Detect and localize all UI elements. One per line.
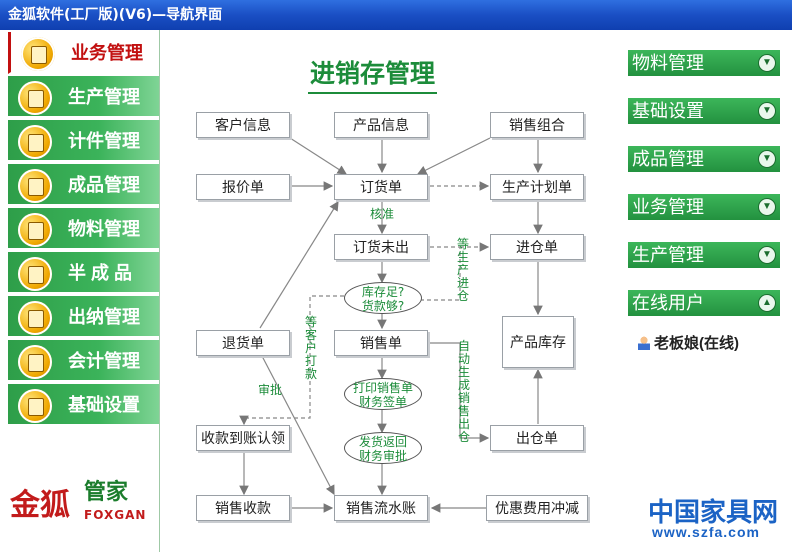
chevron-down-icon[interactable]: ▼ — [758, 246, 776, 264]
customer-info-box[interactable]: 客户信息 — [196, 112, 290, 138]
sales-ledger-box[interactable]: 销售流水账 — [334, 495, 428, 521]
rpanel-label: 基础设置 — [632, 101, 704, 121]
product-inventory-box[interactable]: 产品库存 — [502, 316, 574, 368]
piecework-icon — [18, 125, 52, 159]
stock-in-box[interactable]: 进仓单 — [490, 234, 584, 260]
page-title: 进销存管理 — [308, 54, 438, 94]
accounting-icon — [18, 345, 52, 379]
discount-offset-box[interactable]: 优惠费用冲减 — [486, 495, 588, 521]
sales-order-box[interactable]: 销售单 — [334, 330, 428, 356]
sidebar-item-label: 会计管理 — [68, 351, 140, 371]
logo-sub: 管家 — [84, 480, 129, 505]
chevron-down-icon[interactable]: ▼ — [758, 198, 776, 216]
logo-en: FOXGAN — [84, 508, 147, 522]
online-user-name: 老板娘(在线) — [654, 335, 739, 352]
product-info-box[interactable]: 产品信息 — [334, 112, 428, 138]
watermark-url: www.szfa.com — [652, 524, 760, 540]
return-order-box[interactable]: 退货单 — [196, 330, 290, 356]
sidebar-item-finished-goods[interactable]: 成品管理 — [8, 164, 159, 206]
order-pending-box[interactable]: 订货未出 — [334, 234, 428, 260]
rpanel-label: 在线用户 — [632, 293, 704, 313]
sidebar-item-label: 业务管理 — [71, 43, 143, 63]
order-box[interactable]: 订货单 — [334, 174, 428, 200]
online-user[interactable]: 老板娘(在线) — [638, 332, 739, 353]
rpanel-business[interactable]: 业务管理 ▼ — [628, 194, 780, 220]
sidebar-item-business[interactable]: 业务管理 — [8, 32, 159, 74]
window-title: 金狐软件(工厂版)(V6)—导航界面 — [0, 0, 792, 30]
rpanel-production[interactable]: 生产管理 ▼ — [628, 242, 780, 268]
clipboard-icon — [21, 37, 55, 71]
quote-box[interactable]: 报价单 — [196, 174, 290, 200]
auto-generate-label: 自动生成销售出仓 — [457, 339, 470, 444]
sidebar-item-label: 生产管理 — [68, 87, 140, 107]
print-sales-step: 打印销售单 财务签单 — [344, 378, 422, 410]
rpanel-basic-settings[interactable]: 基础设置 ▼ — [628, 98, 780, 124]
chevron-down-icon[interactable]: ▼ — [758, 150, 776, 168]
settings-icon — [18, 389, 52, 423]
sidebar-item-label: 半 成 品 — [68, 263, 133, 283]
materials-icon — [18, 213, 52, 247]
wait-payment-label: 等客户打款 — [304, 315, 317, 381]
sidebar-item-label: 计件管理 — [68, 131, 140, 151]
production-icon — [18, 81, 52, 115]
sidebar-item-piecework[interactable]: 计件管理 — [8, 120, 159, 162]
wait-production-label: 等生产进仓 — [456, 237, 469, 303]
chevron-down-icon[interactable]: ▼ — [758, 102, 776, 120]
rpanel-label: 物料管理 — [632, 53, 704, 73]
sidebar-item-basic-settings[interactable]: 基础设置 — [8, 384, 159, 426]
audit-label: 审批 — [258, 383, 283, 397]
sidebar-item-accounting[interactable]: 会计管理 — [8, 340, 159, 382]
user-icon — [638, 336, 650, 350]
production-plan-box[interactable]: 生产计划单 — [490, 174, 584, 200]
chevron-up-icon[interactable]: ▲ — [758, 294, 776, 312]
sidebar-item-materials[interactable]: 物料管理 — [8, 208, 159, 250]
rpanel-finished-goods[interactable]: 成品管理 ▼ — [628, 146, 780, 172]
sidebar-item-label: 物料管理 — [68, 219, 140, 239]
watermark-text: 中国家具网 — [648, 497, 779, 527]
ship-back-step: 发货返回 财务审批 — [344, 432, 422, 464]
stock-check-decision: 库存足? 货款够? — [344, 282, 422, 314]
sidebar-item-label: 出纳管理 — [68, 307, 140, 327]
sidebar-item-cashier[interactable]: 出纳管理 — [8, 296, 159, 338]
rpanel-materials[interactable]: 物料管理 ▼ — [628, 50, 780, 76]
rpanel-label: 业务管理 — [632, 197, 704, 217]
payment-confirm-box[interactable]: 收款到账认领 — [196, 425, 290, 451]
sidebar-item-label: 成品管理 — [68, 175, 140, 195]
stock-out-box[interactable]: 出仓单 — [490, 425, 584, 451]
sales-receipt-box[interactable]: 销售收款 — [196, 495, 290, 521]
logo-brand: 金狐 — [10, 489, 70, 522]
sidebar-item-label: 基础设置 — [68, 395, 140, 415]
rpanel-label: 生产管理 — [632, 245, 704, 265]
sidebar: 业务管理 生产管理 计件管理 成品管理 物料管理 半 成 品 出纳管理 会计管理… — [8, 30, 160, 552]
sidebar-item-semi-finished[interactable]: 半 成 品 — [8, 252, 159, 294]
sales-combo-box[interactable]: 销售组合 — [490, 112, 584, 138]
chevron-down-icon[interactable]: ▼ — [758, 54, 776, 72]
foxgan-logo: 金狐 管家 FOXGAN — [10, 470, 160, 540]
cashier-icon — [18, 301, 52, 335]
rpanel-online-users[interactable]: 在线用户 ▲ — [628, 290, 780, 316]
sidebar-item-production[interactable]: 生产管理 — [8, 76, 159, 118]
semi-finished-icon — [18, 257, 52, 291]
rpanel-label: 成品管理 — [632, 149, 704, 169]
finished-goods-icon — [18, 169, 52, 203]
approve-label: 核准 — [370, 207, 395, 221]
